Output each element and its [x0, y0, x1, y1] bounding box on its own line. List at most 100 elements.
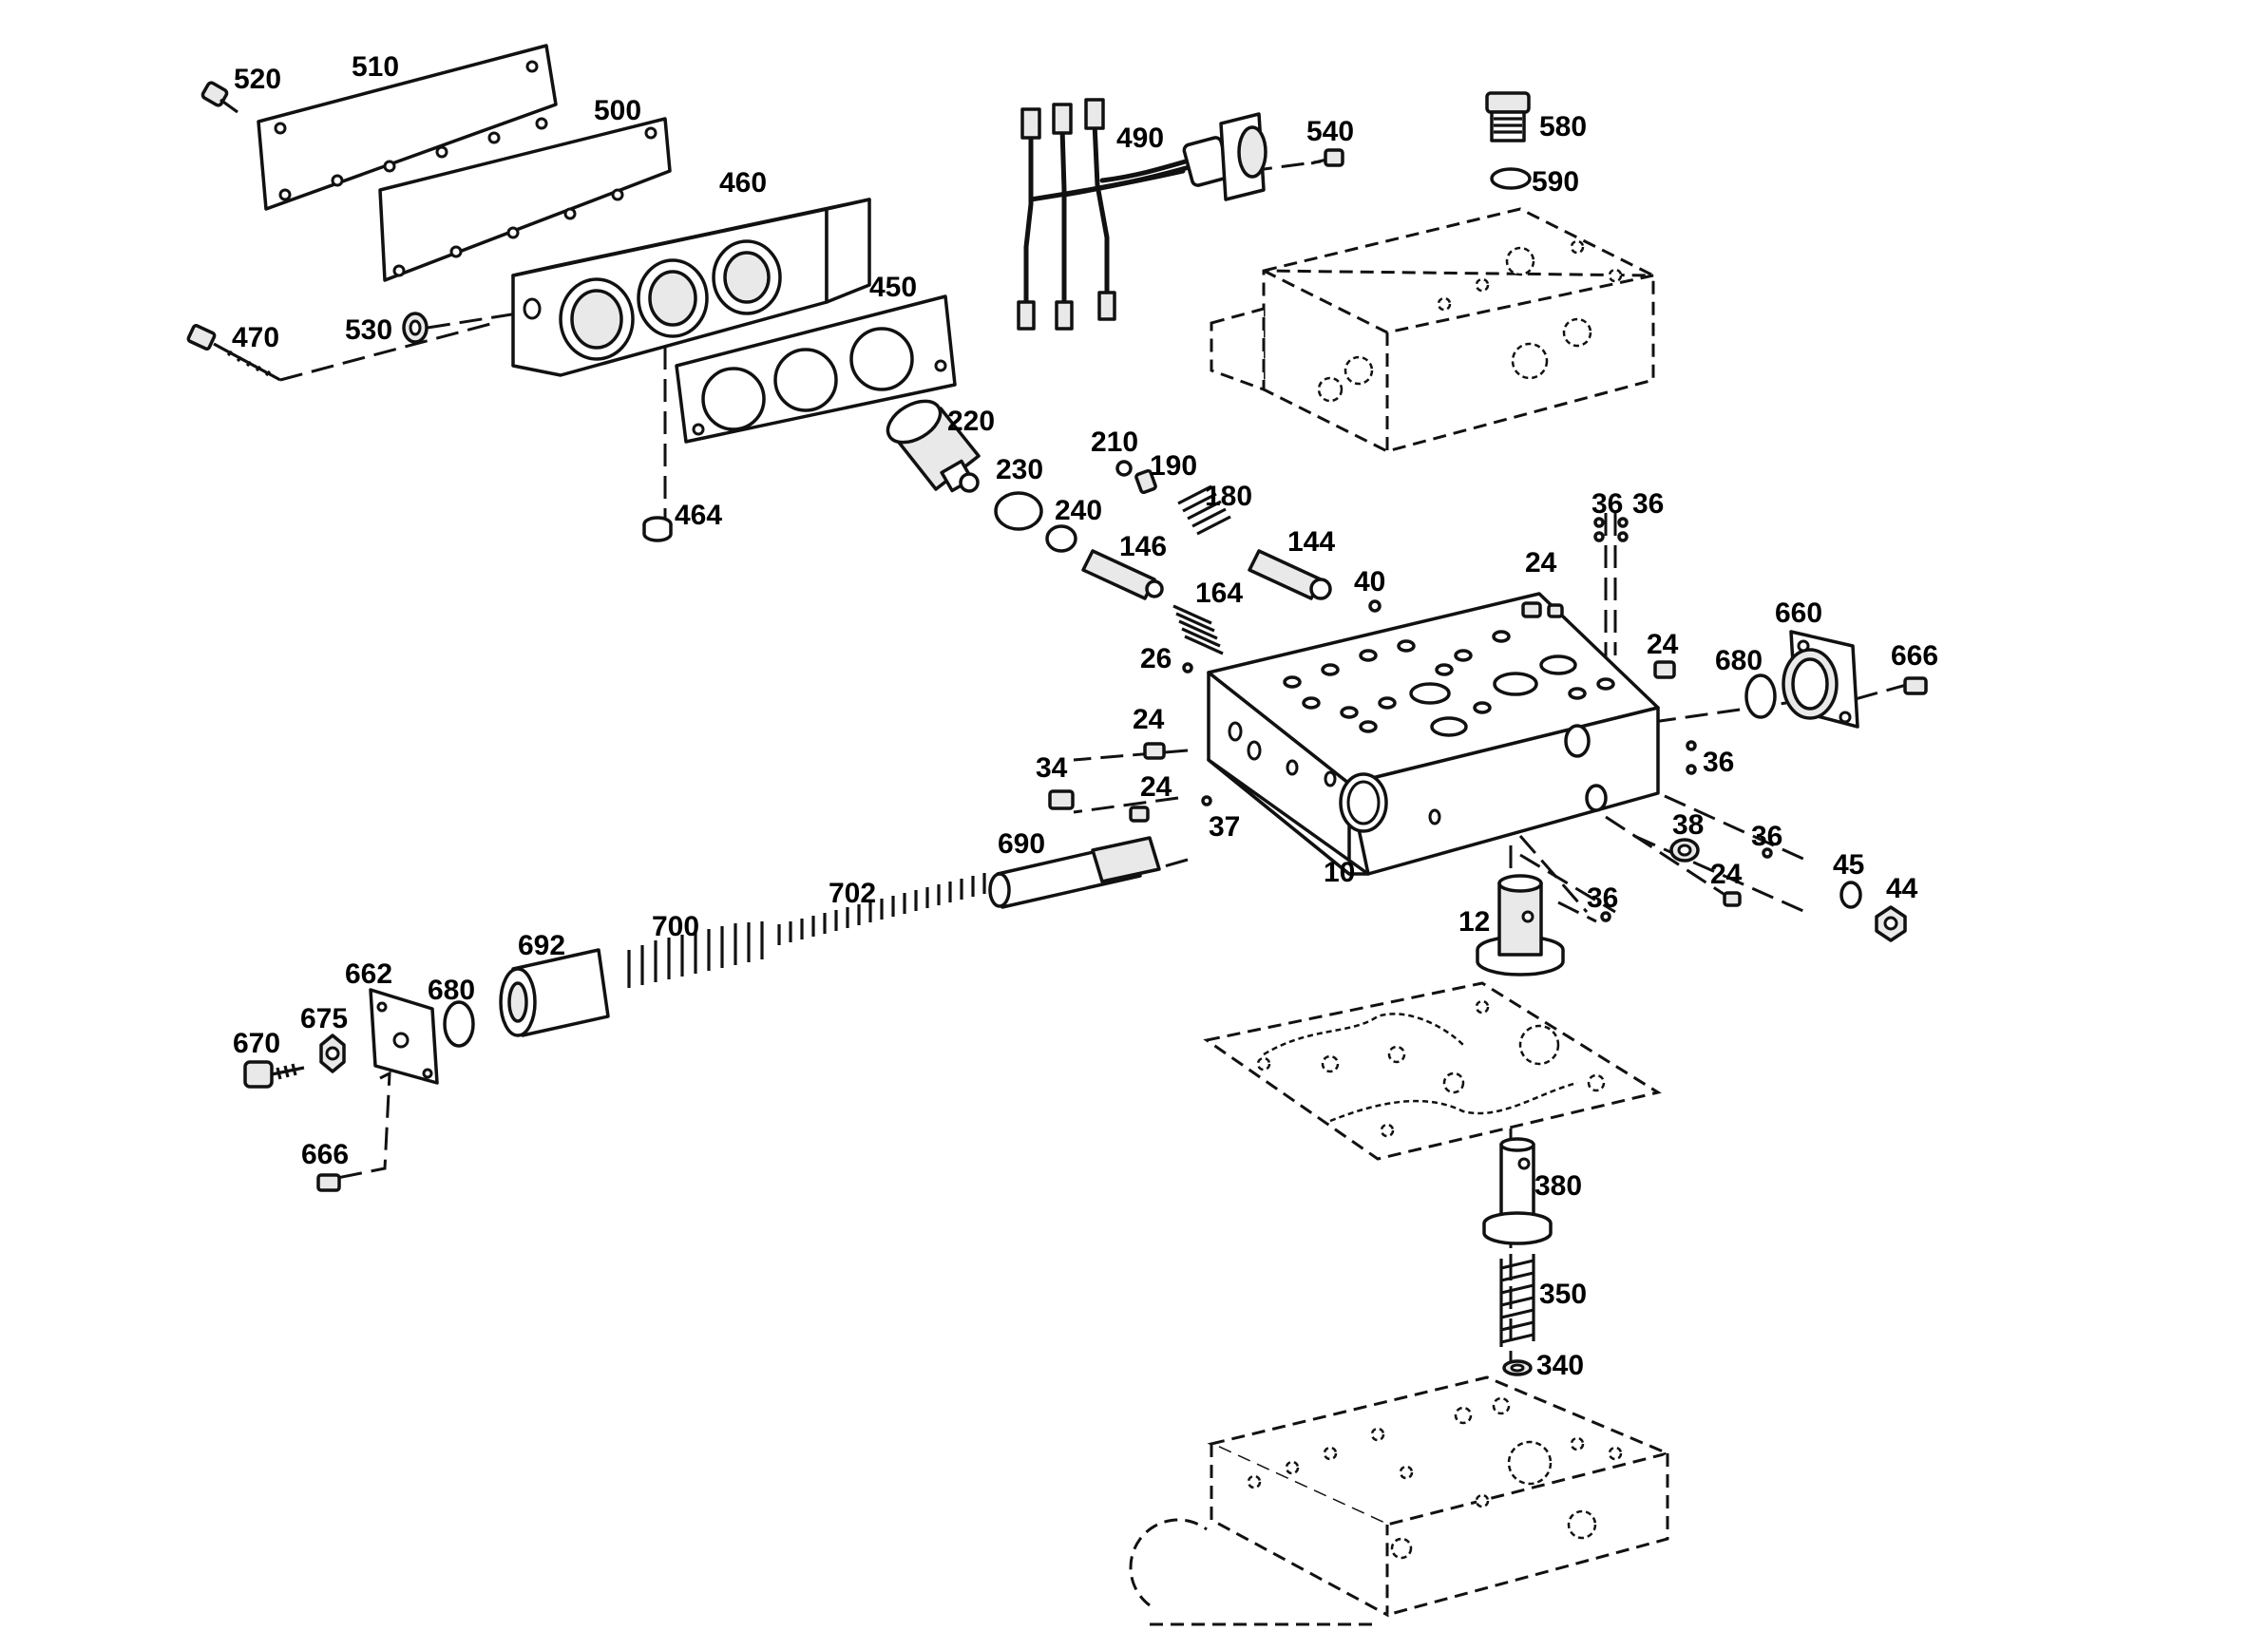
label-44: 44 — [1886, 873, 1918, 904]
label-680-right: 680 — [1715, 645, 1763, 676]
oring-680-right — [1744, 673, 1777, 719]
label-240: 240 — [1055, 495, 1102, 526]
solenoid-220 — [886, 399, 981, 493]
screw-666-left — [316, 1173, 341, 1192]
label-36-top-b: 36 — [1632, 488, 1664, 520]
label-520: 520 — [234, 64, 281, 95]
screw-540 — [1310, 148, 1344, 167]
label-230: 230 — [996, 454, 1043, 485]
cover-660 — [1782, 630, 1859, 729]
screw-666-right — [1903, 676, 1928, 695]
label-34: 34 — [1036, 752, 1068, 784]
label-180: 180 — [1205, 481, 1252, 512]
label-37: 37 — [1209, 811, 1240, 843]
label-666-left: 666 — [301, 1139, 349, 1170]
label-36-right: 36 — [1703, 747, 1734, 778]
oring-230 — [994, 491, 1043, 531]
spring-702 — [777, 873, 986, 945]
label-675: 675 — [300, 1003, 348, 1034]
label-24-bottom: 24 — [1710, 859, 1743, 890]
label-36-mid: 36 — [1751, 821, 1782, 852]
bolt-670 — [243, 1060, 305, 1089]
spring-350 — [1499, 1254, 1535, 1347]
label-450: 450 — [869, 272, 917, 303]
intermediate-gasket — [1203, 981, 1662, 1161]
sleeve-690 — [988, 836, 1161, 909]
label-210: 210 — [1091, 427, 1138, 458]
valve-380 — [1482, 1137, 1553, 1245]
label-464: 464 — [675, 500, 722, 531]
label-702: 702 — [829, 878, 876, 909]
spring-700 — [627, 921, 764, 988]
label-146: 146 — [1119, 531, 1167, 562]
label-220: 220 — [947, 406, 995, 437]
spring-164 — [1172, 604, 1224, 655]
part-labels: 520 510 500 460 450 470 530 464 490 540 … — [232, 51, 1938, 1381]
gasket-450 — [675, 294, 957, 444]
label-540: 540 — [1306, 116, 1354, 147]
plug-38 — [1669, 838, 1700, 863]
screw-520 — [200, 81, 238, 114]
ball-40 — [1368, 599, 1382, 613]
label-40: 40 — [1354, 566, 1385, 597]
label-662: 662 — [345, 958, 392, 990]
main-valve-block-10 — [1207, 592, 1660, 876]
label-666-right: 666 — [1891, 640, 1938, 672]
label-144: 144 — [1287, 526, 1335, 558]
label-12: 12 — [1458, 906, 1490, 938]
valve-housing-460 — [511, 198, 871, 377]
bolt-470 — [186, 324, 281, 382]
label-350: 350 — [1539, 1279, 1587, 1310]
cover-plate-510 — [257, 44, 558, 211]
label-700: 700 — [652, 911, 699, 942]
label-26: 26 — [1140, 643, 1172, 674]
piston-692 — [499, 948, 610, 1037]
fitting-580 — [1485, 91, 1531, 142]
nut-675 — [319, 1034, 346, 1073]
plug-464 — [642, 516, 673, 542]
label-660: 660 — [1775, 597, 1822, 629]
label-24-left: 24 — [1133, 704, 1165, 735]
label-460: 460 — [719, 167, 767, 199]
upper-valve-block-ghost — [1210, 207, 1655, 453]
lower-valve-block-ghost — [1129, 1375, 1672, 1626]
wiring-harness-490 — [1017, 98, 1267, 331]
label-680-left: 680 — [428, 975, 475, 1006]
label-24-lower: 24 — [1140, 771, 1172, 803]
piston-12 — [1476, 874, 1565, 977]
label-470: 470 — [232, 322, 279, 353]
label-45: 45 — [1833, 849, 1864, 881]
plug-190 — [1134, 468, 1157, 495]
label-500: 500 — [594, 95, 641, 126]
nut-44 — [1875, 905, 1907, 942]
spring-180 — [1177, 484, 1231, 536]
label-590: 590 — [1532, 166, 1579, 198]
oring-680-left — [443, 1000, 475, 1048]
label-692: 692 — [518, 930, 565, 961]
valve-144 — [1248, 549, 1332, 600]
cover-662 — [369, 988, 439, 1085]
label-380: 380 — [1534, 1170, 1582, 1202]
label-670: 670 — [233, 1028, 280, 1059]
label-36-top-a: 36 — [1591, 488, 1623, 520]
label-580: 580 — [1539, 111, 1587, 142]
label-36-low: 36 — [1587, 882, 1618, 914]
label-164: 164 — [1195, 578, 1243, 609]
label-38: 38 — [1672, 809, 1704, 841]
label-10: 10 — [1324, 857, 1355, 888]
label-530: 530 — [345, 314, 392, 346]
oring-240 — [1045, 524, 1077, 553]
nut-530 — [402, 312, 429, 344]
label-340: 340 — [1536, 1350, 1584, 1381]
seal-45 — [1839, 881, 1862, 909]
ball-210 — [1115, 460, 1133, 477]
label-24-right: 24 — [1647, 629, 1679, 660]
label-490: 490 — [1116, 123, 1164, 154]
label-24-top: 24 — [1525, 547, 1557, 578]
plugs — [1048, 517, 1773, 922]
valve-146 — [1081, 549, 1164, 600]
label-190: 190 — [1150, 450, 1197, 482]
label-510: 510 — [352, 51, 399, 83]
gasket-500 — [378, 117, 672, 282]
